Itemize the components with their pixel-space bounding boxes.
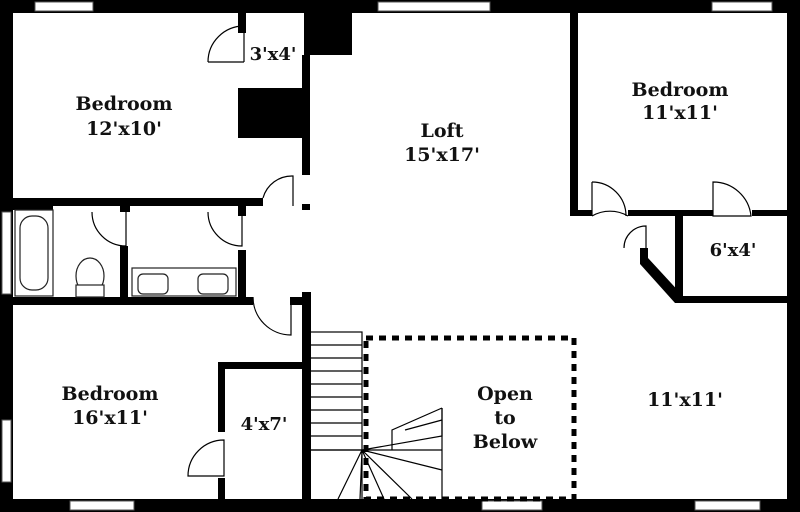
- interior-walls: [13, 13, 787, 499]
- room-size: 11'x11': [642, 102, 718, 124]
- room-size: 16'x11': [72, 407, 148, 429]
- staircase: [309, 331, 443, 500]
- room-name: Loft: [421, 120, 464, 142]
- bathroom-fixtures: [14, 209, 237, 298]
- room-name: Bedroom: [62, 383, 159, 405]
- windows: [1, 1, 773, 511]
- room-size: 11'x11': [647, 389, 723, 411]
- room-name-line2: to: [494, 407, 515, 429]
- room-name: Bedroom: [632, 79, 729, 101]
- room-size: 6'x4': [710, 240, 757, 261]
- room-name: Bedroom: [76, 93, 173, 115]
- room-size: 12'x10': [86, 118, 162, 140]
- bathtub-basin: [19, 215, 49, 291]
- sink-left: [137, 273, 169, 295]
- room-size: 15'x17': [404, 144, 480, 166]
- doors: [91, 25, 752, 477]
- room-size: 4'x7': [241, 414, 288, 435]
- room-name-line3: Below: [473, 431, 538, 453]
- sink-right: [197, 273, 229, 295]
- railing: [363, 335, 577, 502]
- room-size: 3'x4': [250, 44, 297, 65]
- toilet-tank: [75, 284, 105, 298]
- room-labels: Bedroom 12'x10' 3'x4' Loft 15'x17' Bedro…: [62, 44, 757, 453]
- room-name: Open: [477, 383, 533, 405]
